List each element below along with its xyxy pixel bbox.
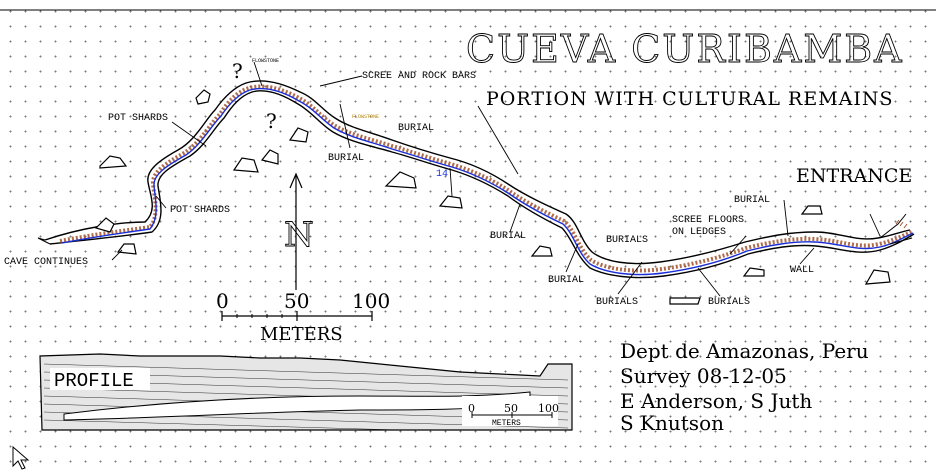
- scale-unit: METERS: [260, 324, 343, 345]
- profile-scale-tick-100: 100: [538, 402, 559, 415]
- label-burial-2: BURIAL: [328, 153, 364, 164]
- north-arrow: N: [284, 172, 314, 290]
- profile-section: PROFILE 0 50 100 METERS: [39, 353, 573, 431]
- label-on-ledges: ON LEDGES: [672, 227, 726, 238]
- profile-label: PROFILE: [54, 370, 134, 392]
- label-burials-2: BURIALS: [596, 297, 638, 308]
- scale-bar: 0 50 100 METERS: [216, 289, 390, 345]
- profile-scale-tick-0: 0: [468, 402, 475, 415]
- survey-credits: Dept de Amazonas, Peru Survey 08-12-05 E…: [620, 339, 869, 435]
- question-mark-1: ?: [232, 59, 243, 83]
- label-pot-shards-lower: POT SHARDS: [170, 205, 230, 216]
- label-scree-rock-bars: SCREE AND ROCK BARS: [362, 71, 476, 82]
- cave-passage: [37, 80, 915, 279]
- label-burial-3: BURIAL: [490, 231, 526, 242]
- label-wall: WALL: [790, 265, 814, 276]
- survey-station-label: 14: [436, 169, 448, 180]
- label-burials-3: BURIALS: [708, 297, 750, 308]
- leader-lines: [111, 61, 881, 297]
- label-burials-1: BURIALS: [606, 235, 648, 246]
- label-pot-shards-upper: POT SHARDS: [108, 113, 168, 124]
- scale-tick-50: 50: [284, 289, 309, 313]
- credit-survey-date: Survey 08-12-05: [620, 364, 787, 388]
- map-subtitle: PORTION WITH CULTURAL REMAINS: [486, 88, 894, 110]
- profile-scale-tick-50: 50: [504, 402, 518, 415]
- scale-tick-0: 0: [216, 289, 229, 313]
- label-entrance: ENTRANCE: [796, 165, 912, 187]
- mouse-pointer-icon: [12, 446, 30, 470]
- credit-location: Dept de Amazonas, Peru: [620, 339, 869, 363]
- profile-scale-unit: METERS: [492, 419, 521, 428]
- label-flowstone-top: FLOWSTONE: [252, 58, 279, 64]
- label-scree-floors: SCREE FLOORS: [672, 215, 744, 226]
- credit-surveyor-extra: S Knutson: [620, 411, 724, 435]
- cross-sections: [94, 89, 891, 305]
- scale-tick-100: 100: [352, 289, 390, 313]
- question-mark-2: ?: [266, 109, 277, 133]
- north-letter: N: [284, 215, 314, 255]
- label-burial-5: BURIAL: [734, 195, 770, 206]
- label-flowstone-mid: FLOWSTONE: [352, 114, 379, 120]
- label-burial-1: BURIAL: [398, 123, 434, 134]
- map-title: CUEVA CURIBAMBA: [466, 27, 904, 71]
- label-cave-continues: CAVE CONTINUES: [4, 257, 88, 268]
- credit-surveyors: E Anderson, S Juth: [620, 389, 812, 413]
- label-burial-4: BURIAL: [548, 275, 584, 286]
